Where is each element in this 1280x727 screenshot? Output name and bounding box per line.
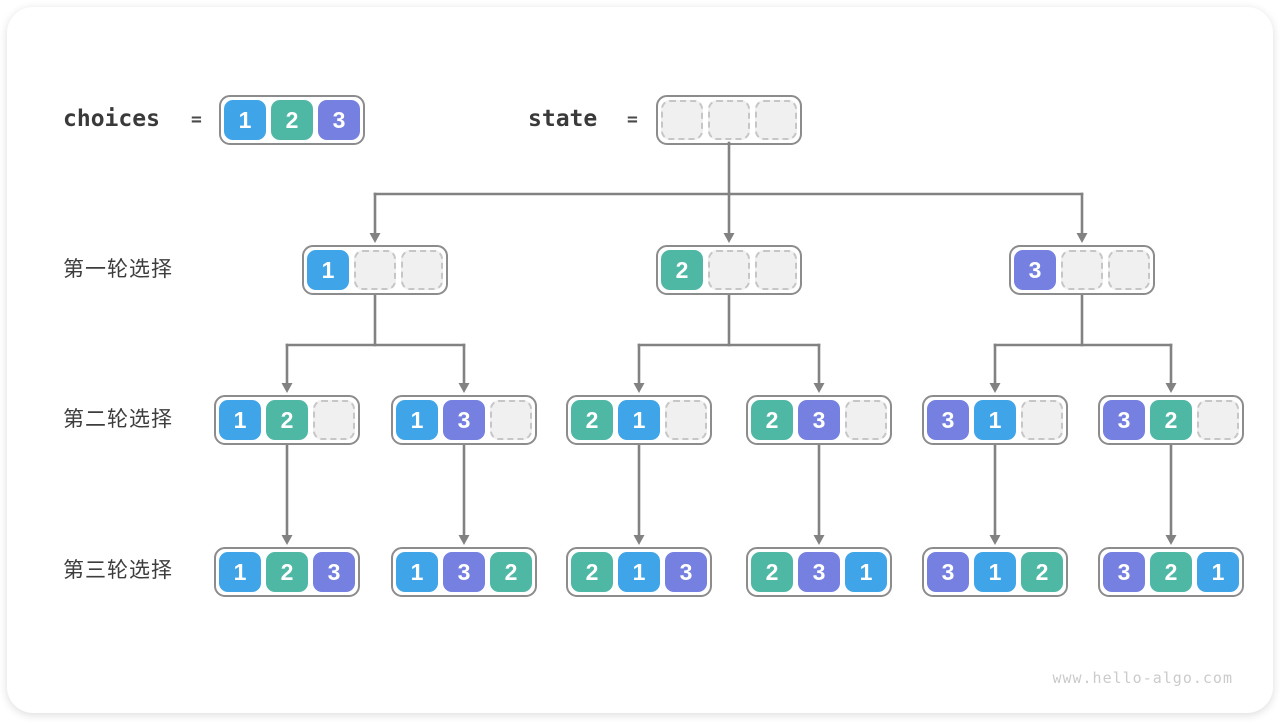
array-cell: 2 (490, 552, 532, 592)
array-cell: 2 (661, 250, 703, 290)
empty-cell (490, 400, 532, 440)
array-cell: 2 (751, 400, 793, 440)
state-equals-sign: = (627, 109, 638, 130)
empty-cell (665, 400, 707, 440)
empty-cell (755, 250, 797, 290)
empty-cell (1108, 250, 1150, 290)
array-cell: 2 (751, 552, 793, 592)
array-cell: 1 (974, 400, 1016, 440)
state-node-round1-2: 2 (656, 245, 802, 295)
array-cell: 2 (1021, 552, 1063, 592)
state-node-round1-1: 1 (302, 245, 448, 295)
empty-cell (401, 250, 443, 290)
array-cell: 1 (396, 552, 438, 592)
array-cell: 2 (1150, 400, 1192, 440)
empty-cell (354, 250, 396, 290)
row-label-round-2: 第二轮选择 (63, 408, 173, 431)
choices-label: choices (63, 106, 160, 132)
array-cell: 3 (798, 552, 840, 592)
array-cell: 3 (443, 552, 485, 592)
array-cell: 1 (219, 552, 261, 592)
array-cell: 1 (845, 552, 887, 592)
watermark: www.hello-algo.com (1052, 669, 1233, 687)
row-label-round-3: 第三轮选择 (63, 559, 173, 582)
array-cell: 2 (571, 552, 613, 592)
empty-cell (661, 100, 703, 140)
array-cell: 1 (307, 250, 349, 290)
array-cell: 3 (443, 400, 485, 440)
array-cell: 3 (313, 552, 355, 592)
empty-cell (313, 400, 355, 440)
state-array (656, 95, 802, 145)
array-cell: 3 (927, 552, 969, 592)
array-cell: 2 (266, 552, 308, 592)
empty-cell (708, 100, 750, 140)
empty-cell (845, 400, 887, 440)
array-cell: 1 (224, 100, 266, 140)
empty-cell (755, 100, 797, 140)
array-cell: 1 (618, 400, 660, 440)
array-cell: 2 (1150, 552, 1192, 592)
empty-cell (708, 250, 750, 290)
array-cell: 3 (1103, 552, 1145, 592)
empty-cell (1197, 400, 1239, 440)
array-cell: 2 (266, 400, 308, 440)
array-cell: 3 (318, 100, 360, 140)
array-cell: 3 (927, 400, 969, 440)
empty-cell (1021, 400, 1063, 440)
array-cell: 2 (571, 400, 613, 440)
state-node-round1-3: 3 (1009, 245, 1155, 295)
array-cell: 1 (1197, 552, 1239, 592)
choices-equals-sign: = (191, 109, 202, 130)
array-cell: 3 (665, 552, 707, 592)
array-cell: 1 (396, 400, 438, 440)
array-cell: 2 (271, 100, 313, 140)
array-cell: 3 (798, 400, 840, 440)
empty-cell (1061, 250, 1103, 290)
array-cell: 3 (1014, 250, 1056, 290)
array-cell: 3 (1103, 400, 1145, 440)
array-cell: 1 (219, 400, 261, 440)
row-label-round-1: 第一轮选择 (63, 258, 173, 281)
state-label: state (528, 106, 598, 132)
array-cell: 1 (974, 552, 1016, 592)
array-cell: 1 (618, 552, 660, 592)
